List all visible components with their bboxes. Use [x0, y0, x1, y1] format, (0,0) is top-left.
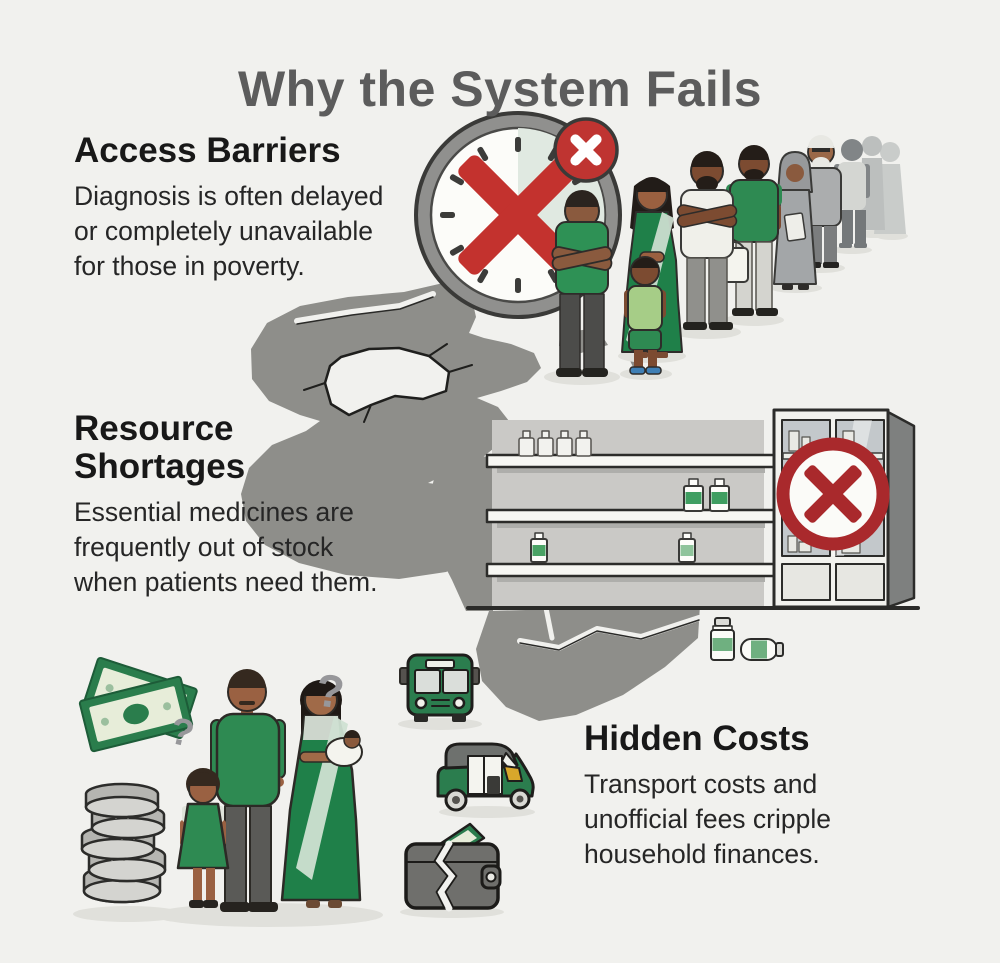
- mother-figure: [280, 680, 363, 908]
- queue-person-elderly-man: [802, 135, 842, 268]
- section-hidden-costs: Hidden Costs Transport costs and unoffic…: [584, 720, 831, 873]
- broken-wallet-icon: [400, 822, 504, 918]
- patient-queue-illustration: [544, 135, 908, 385]
- daughter-figure: [176, 768, 230, 908]
- error-badge-icon: [553, 117, 619, 183]
- red-x-icon: [458, 155, 578, 275]
- hidden-costs-heading: Hidden Costs: [584, 719, 810, 758]
- cracked-road-illustration: [241, 281, 702, 721]
- section-resource-shortages: Resource Shortages Essential medicines a…: [74, 410, 377, 600]
- queue-person-front-man: [551, 190, 613, 377]
- access-barriers-heading: Access Barriers: [74, 131, 341, 170]
- auto-rickshaw-icon: [436, 742, 535, 818]
- fallen-medicine-bottles-illustration: [710, 617, 784, 661]
- page-title: Why the System Fails: [237, 60, 763, 117]
- cash-banknotes-illustration: [78, 656, 198, 753]
- access-barriers-body: Diagnosis is often delayed or completely…: [74, 180, 384, 282]
- section-access-barriers: Access Barriers Diagnosis is often delay…: [74, 132, 383, 285]
- green-bottles-middle-shelf: [683, 478, 730, 512]
- white-bottles-top-shelf: [518, 430, 592, 457]
- father-figure: [210, 669, 286, 912]
- queue-person-bearded-man: [676, 151, 738, 330]
- resource-shortages-heading: Resource Shortages: [74, 409, 246, 486]
- prohibition-icon: [776, 437, 890, 551]
- queue-person-boy: [624, 256, 666, 375]
- family-illustration: [153, 669, 383, 927]
- queue-person-hijab-woman: [773, 151, 817, 290]
- coin: [84, 782, 160, 819]
- bus-icon: [398, 653, 482, 730]
- resource-shortages-body: Essential medicines are frequently out o…: [74, 496, 378, 598]
- hidden-costs-body: Transport costs and unofficial fees crip…: [584, 768, 831, 870]
- green-bottles-bottom-shelf: [530, 532, 696, 563]
- road-hole: [323, 346, 451, 417]
- baby-figure: [325, 730, 363, 767]
- medicine-cabinet-illustration: [466, 408, 920, 610]
- coin-stack-illustration: [73, 782, 183, 922]
- pharmacy-shelves-illustration: [485, 420, 777, 610]
